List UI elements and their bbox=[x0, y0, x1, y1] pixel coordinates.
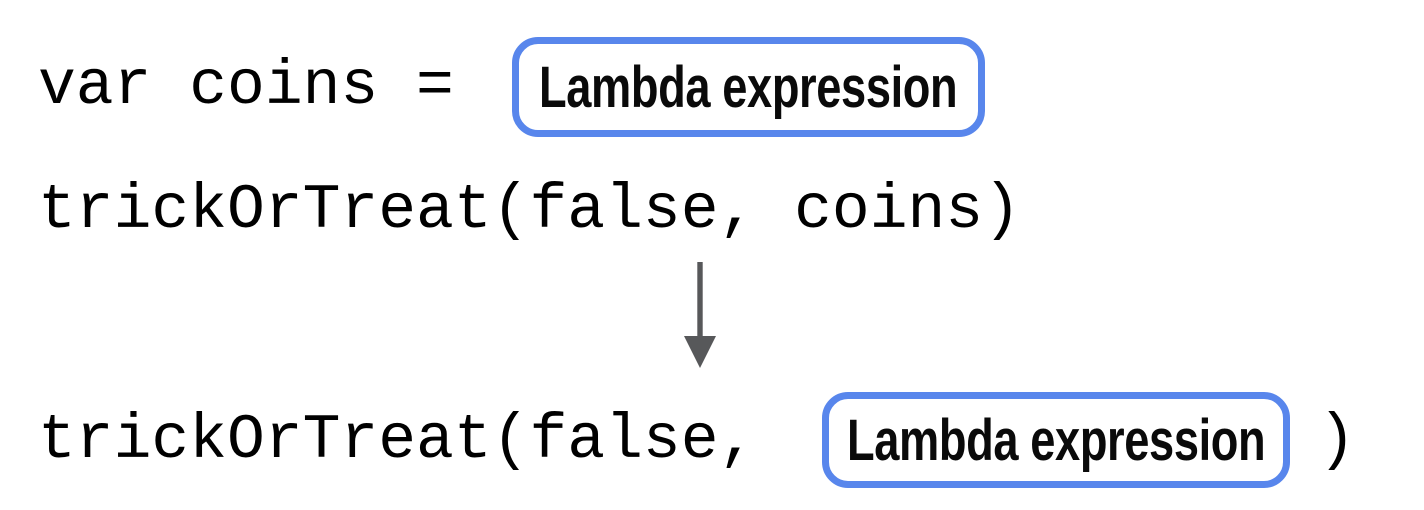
assignment-code-text: var coins = bbox=[38, 51, 454, 122]
down-arrow-icon bbox=[684, 262, 716, 368]
lambda-expression-label-top: Lambda expression bbox=[539, 54, 958, 120]
call-after-prefix-code-text: trickOrTreat(false, bbox=[38, 405, 757, 476]
lambda-expression-label-bottom: Lambda expression bbox=[846, 407, 1266, 473]
lambda-expression-placeholder-box-bottom: Lambda expression bbox=[822, 392, 1290, 488]
lambda-expression-placeholder-box-top: Lambda expression bbox=[512, 37, 985, 137]
call-after-suffix-code-text: ) bbox=[1318, 405, 1356, 476]
call-before-code-text: trickOrTreat(false, coins) bbox=[38, 175, 1021, 246]
